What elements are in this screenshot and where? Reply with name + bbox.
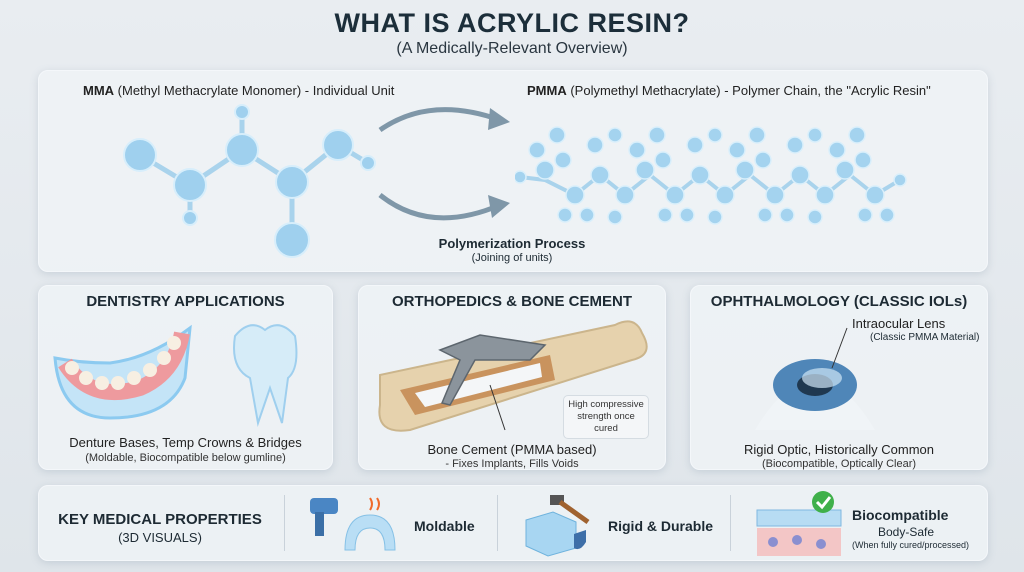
dentistry-caption: Denture Bases, Temp Crowns & Bridges bbox=[69, 435, 302, 450]
mma-label: MMA (Methyl Methacrylate Monomer) - Indi… bbox=[83, 83, 395, 98]
page-subtitle: (A Medically-Relevant Overview) bbox=[396, 40, 628, 57]
ophthalmology-caption: Rigid Optic, Historically Common bbox=[744, 442, 934, 457]
mma-molecule-illustration bbox=[123, 104, 376, 258]
pmma-chain-illustration bbox=[515, 126, 907, 225]
denture-tooth-illustration bbox=[53, 324, 298, 427]
compressive-strength-callout: High compressive strength once cured bbox=[563, 395, 649, 439]
ophthalmology-title: OPHTHALMOLOGY (CLASSIC IOLs) bbox=[710, 293, 968, 310]
page-title: WHAT IS ACRYLIC RESIN? bbox=[334, 8, 690, 38]
hammer-cube-icon bbox=[525, 495, 590, 557]
heat-gun-icon bbox=[310, 497, 396, 551]
property-rigid-durable: Rigid & Durable bbox=[608, 518, 714, 534]
property-cured-note: (When fully cured/processed) bbox=[852, 540, 970, 550]
intraocular-lens-label: Intraocular Lens bbox=[852, 316, 946, 331]
property-body-safe: Body-Safe bbox=[878, 525, 935, 539]
properties-subtitle: (3D VISUALS) bbox=[118, 530, 202, 545]
ophthalmology-sub: (Biocompatible, Optically Clear) bbox=[761, 458, 917, 470]
eye-lens-illustration bbox=[755, 327, 875, 430]
bone-cement-illustration bbox=[378, 320, 648, 432]
pmma-label: PMMA (Polymethyl Methacrylate) - Polymer… bbox=[527, 83, 931, 98]
dentistry-title: DENTISTRY APPLICATIONS bbox=[86, 293, 285, 310]
properties-title: KEY MEDICAL PROPERTIES bbox=[58, 511, 262, 528]
orthopedics-title: ORTHOPEDICS & BONE CEMENT bbox=[391, 293, 632, 310]
property-biocompatible: Biocompatible bbox=[852, 507, 949, 523]
intraocular-lens-sub: (Classic PMMA Material) bbox=[870, 332, 980, 343]
polymerization-arrows bbox=[378, 107, 510, 221]
orthopedics-caption: Bone Cement (PMMA based) bbox=[427, 442, 597, 457]
check-tissue-icon bbox=[756, 491, 842, 556]
orthopedics-sub: - Fixes Implants, Fills Voids bbox=[445, 458, 579, 470]
polymerization-process-label: Polymerization Process bbox=[438, 236, 586, 251]
polymerization-process-sub: (Joining of units) bbox=[471, 252, 553, 264]
dentistry-sub: (Moldable, Biocompatible below gumline) bbox=[85, 452, 286, 464]
property-moldable: Moldable bbox=[414, 518, 475, 534]
